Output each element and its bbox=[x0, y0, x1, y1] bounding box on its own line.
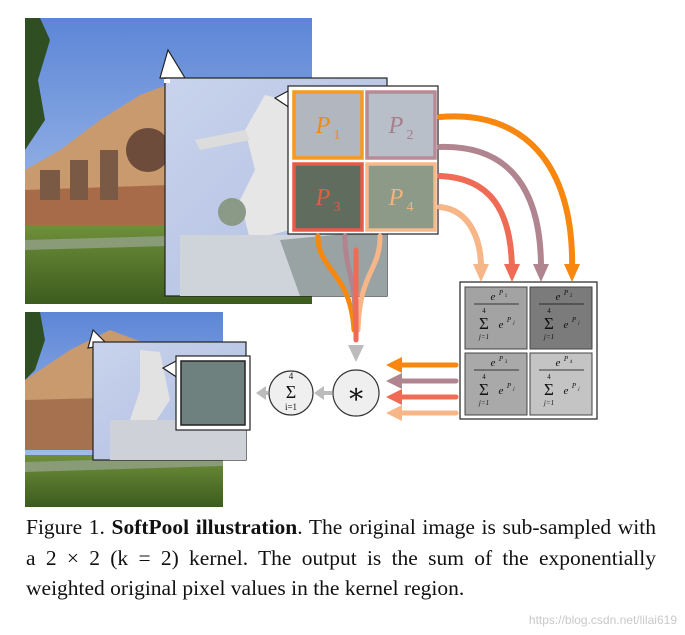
weight-den-lower: j=1 bbox=[543, 399, 554, 407]
weights-to-multiply-arrows bbox=[386, 357, 459, 421]
sum-node: 4 Σ i=1 bbox=[268, 370, 314, 416]
watermark: https://blog.csdn.net/lilai619 bbox=[528, 613, 677, 627]
weight-den-sigma: Σ bbox=[479, 314, 489, 333]
weight-numerator-base: e bbox=[491, 357, 496, 369]
weight-den-lower: j=1 bbox=[543, 333, 554, 341]
weight-den-exp: P bbox=[571, 316, 577, 324]
weight-den-term: e bbox=[564, 319, 569, 331]
kernel-cell-subscript: 2 bbox=[407, 128, 414, 143]
weight-den-exp: P bbox=[506, 316, 512, 324]
weight-den-term: e bbox=[499, 385, 504, 397]
kernel-cell-bg bbox=[292, 162, 364, 232]
caption-title: SoftPool illustration bbox=[111, 515, 298, 539]
caption-body: . The original image is sub-sampled with… bbox=[26, 515, 657, 600]
multiply-node: ∗ bbox=[332, 369, 380, 417]
weight-cell-bg bbox=[464, 352, 528, 416]
caption-prefix: Figure 1. bbox=[26, 515, 112, 539]
weight-numerator-sub: 4 bbox=[570, 360, 573, 365]
kernel-cell-label: P bbox=[315, 113, 331, 139]
weight-den-sub: j bbox=[512, 321, 515, 326]
weight-den-sub: j bbox=[512, 387, 515, 392]
weight-den-sub: j bbox=[577, 387, 580, 392]
weight-den-upper: 4 bbox=[482, 307, 486, 315]
weight-numerator-base: e bbox=[556, 291, 561, 303]
weight-numerator-exp: P bbox=[563, 289, 569, 297]
weight-den-upper: 4 bbox=[482, 373, 486, 381]
kernel-cell-label: P bbox=[315, 185, 331, 211]
figure-caption: Figure 1. SoftPool illustration. The ori… bbox=[26, 512, 656, 604]
weight-cell-bg bbox=[464, 286, 528, 350]
multiply-symbol: ∗ bbox=[346, 379, 365, 410]
kernel-cell-bg bbox=[365, 162, 437, 232]
kernel-cell-bg bbox=[365, 90, 437, 160]
weight-numerator-exp: P bbox=[498, 289, 504, 297]
weight-cell-bg bbox=[529, 286, 593, 350]
kernel-cell-label: P bbox=[388, 185, 404, 211]
kernel-cell-subscript: 3 bbox=[334, 200, 341, 215]
weight-numerator-base: e bbox=[556, 357, 561, 369]
output-pixel bbox=[180, 360, 246, 426]
weight-den-sub: j bbox=[577, 321, 580, 326]
weight-den-sigma: Σ bbox=[479, 380, 489, 399]
kernel-to-weights-arrows bbox=[437, 113, 580, 282]
weight-den-upper: 4 bbox=[547, 373, 551, 381]
weight-den-exp: P bbox=[506, 382, 512, 390]
sum-lower-limit: i=1 bbox=[285, 402, 297, 412]
output-box bbox=[161, 355, 251, 431]
weight-numerator-base: e bbox=[491, 291, 496, 303]
multiply-to-sum-arrow bbox=[314, 386, 332, 400]
weight-den-sigma: Σ bbox=[544, 380, 554, 399]
kernel-cell-bg bbox=[292, 90, 364, 160]
kernel-cell-label: P bbox=[388, 113, 404, 139]
sum-symbol: Σ bbox=[286, 382, 296, 402]
weight-numerator-exp: P bbox=[498, 355, 504, 363]
kernel-cell-subscript: 4 bbox=[407, 200, 414, 215]
weight-den-lower: j=1 bbox=[478, 399, 489, 407]
kernel-to-multiply-arrows bbox=[315, 233, 383, 362]
weight-den-exp: P bbox=[571, 382, 577, 390]
weight-den-upper: 4 bbox=[547, 307, 551, 315]
weight-numerator-sub: 2 bbox=[570, 294, 573, 299]
sum-upper-limit: 4 bbox=[289, 371, 294, 381]
weight-den-lower: j=1 bbox=[478, 333, 489, 341]
weight-den-term: e bbox=[564, 385, 569, 397]
kernel-cell-subscript: 1 bbox=[334, 128, 341, 143]
weight-numerator-exp: P bbox=[563, 355, 569, 363]
weight-den-sigma: Σ bbox=[544, 314, 554, 333]
weight-cell-bg bbox=[529, 352, 593, 416]
weight-numerator-sub: 3 bbox=[505, 360, 508, 365]
weight-numerator-sub: 1 bbox=[505, 294, 508, 299]
weight-den-term: e bbox=[499, 319, 504, 331]
sum-to-output-arrow bbox=[256, 386, 268, 400]
